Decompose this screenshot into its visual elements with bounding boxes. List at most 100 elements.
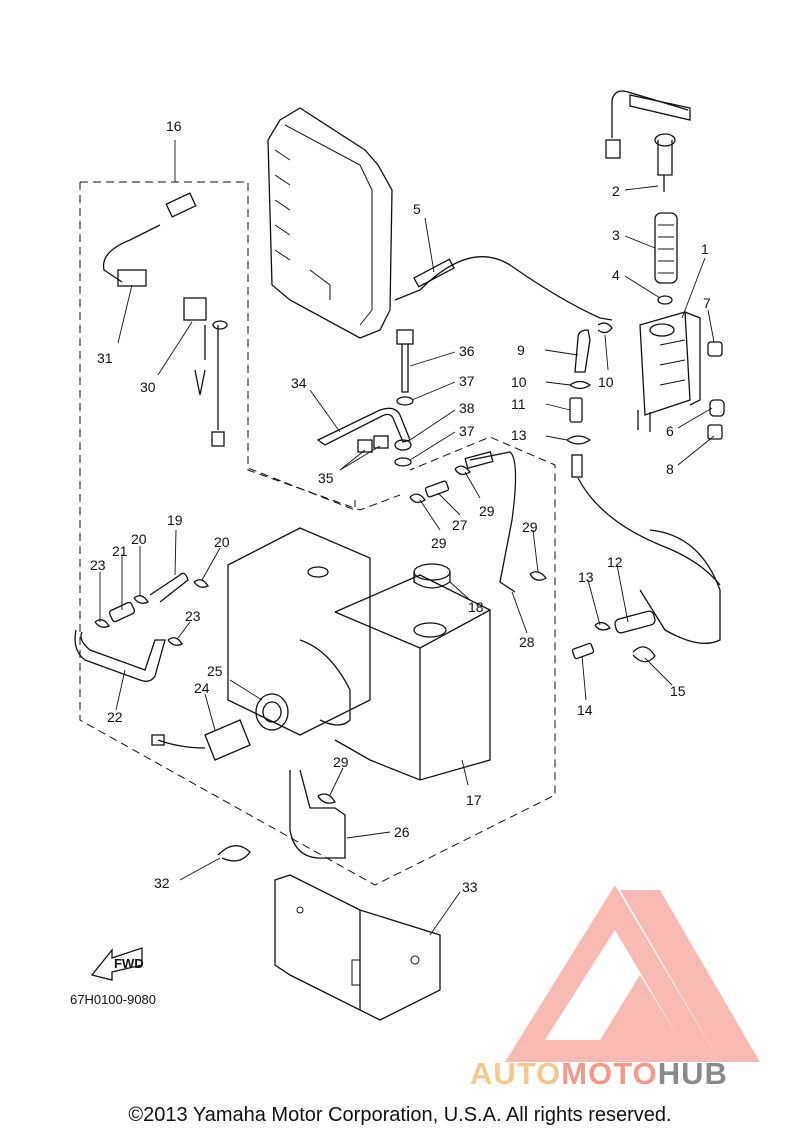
oil-line-boundary	[247, 300, 401, 511]
clamp-29a	[409, 493, 426, 504]
callout-28: 28	[519, 634, 535, 650]
callout-14: 14	[577, 702, 593, 718]
callout-9: 9	[517, 342, 525, 358]
callout-3: 3	[612, 227, 620, 243]
brand-part-moto: MOTO	[561, 1056, 658, 1091]
callout-35: 35	[318, 470, 334, 486]
brand-watermark: AUTOMOTOHUB	[470, 1056, 728, 1092]
callout-16: 16	[166, 118, 182, 134]
hose-28-end	[464, 451, 494, 469]
clamp-10b	[597, 322, 613, 334]
part-code: 67H0100-9080	[70, 992, 156, 1007]
o-ring-4	[657, 295, 673, 305]
callout-8: 8	[666, 461, 674, 477]
assembly-16-boundary	[79, 181, 556, 886]
damper-35a	[357, 439, 373, 453]
callout-20b: 20	[214, 534, 230, 550]
hose-sleeve	[413, 258, 455, 288]
callout-38: 38	[459, 400, 475, 416]
damper-35b	[373, 435, 389, 449]
wire-harness-31	[102, 192, 197, 287]
callout-24: 24	[194, 680, 210, 696]
callout-1: 1	[701, 241, 709, 257]
callout-23b: 23	[185, 608, 201, 624]
clamp-32	[217, 845, 251, 862]
clamp-13a	[566, 435, 592, 445]
callout-29d: 29	[333, 754, 349, 770]
cowling-cover	[267, 107, 393, 339]
hose-stub	[571, 454, 583, 478]
joint-27	[424, 480, 450, 498]
callout-5: 5	[413, 201, 421, 217]
hose-9	[574, 329, 591, 373]
callout-15: 15	[670, 683, 686, 699]
callout-27: 27	[452, 517, 468, 533]
callout-23a: 23	[90, 557, 106, 573]
callout-6: 6	[666, 423, 674, 439]
clamp-10a	[569, 380, 592, 390]
callout-26: 26	[394, 824, 410, 840]
callout-33: 33	[462, 879, 478, 895]
callout-12: 12	[607, 554, 623, 570]
collar-38	[394, 439, 412, 451]
callout-30: 30	[140, 379, 156, 395]
hose-12	[614, 610, 656, 634]
callout-22: 22	[107, 709, 123, 725]
callout-7: 7	[703, 295, 711, 311]
brand-part-hub: HUB	[657, 1056, 728, 1091]
bottom-cowling	[639, 529, 721, 644]
oil-tank-17	[227, 527, 491, 781]
callout-10b: 10	[598, 374, 614, 390]
callout-34: 34	[291, 375, 307, 391]
hose-19	[149, 572, 189, 603]
leader-lines	[99, 140, 715, 936]
callout-20a: 20	[131, 531, 147, 547]
callout-29b: 29	[431, 535, 447, 551]
callout-17: 17	[466, 792, 482, 808]
oil-pump-24	[151, 719, 251, 761]
callout-2: 2	[612, 183, 620, 199]
hose-to-cowl	[577, 477, 721, 586]
washer-37a	[396, 396, 414, 406]
callout-21: 21	[112, 543, 128, 559]
tank-band-34	[316, 407, 411, 446]
clamp-29b	[454, 465, 471, 476]
watermark-logo	[505, 885, 760, 1062]
clamp-23a	[94, 619, 110, 628]
callout-13b: 13	[578, 569, 594, 585]
callout-37a: 37	[459, 373, 475, 389]
callout-32: 32	[154, 875, 170, 891]
clamp-20a	[133, 595, 149, 604]
joint-11	[569, 397, 583, 423]
callout-29c: 29	[522, 519, 538, 535]
clamp-20b	[193, 579, 209, 588]
callout-18: 18	[468, 599, 484, 615]
callout-11: 11	[511, 396, 526, 412]
callout-19: 19	[167, 512, 183, 528]
clamp-13b	[594, 621, 612, 631]
bracket-33	[274, 874, 441, 1021]
callout-25: 25	[207, 663, 223, 679]
hose-28	[469, 451, 517, 593]
joint-14	[571, 642, 595, 660]
callout-labels: 1 2 3 4 5 6 7 8 9 10 10 11 13 13 12 14 1…	[90, 118, 711, 895]
hose-22	[74, 629, 166, 682]
clip-15	[632, 646, 656, 663]
washer-37b	[394, 457, 412, 467]
joint-21	[108, 601, 136, 623]
oil-filter-element	[654, 212, 678, 284]
callout-4: 4	[612, 267, 620, 283]
sub-oil-tank	[637, 311, 701, 432]
oil-level-sensor	[605, 90, 691, 192]
brand-part-auto: AUTO	[470, 1056, 562, 1091]
grommet-7	[707, 341, 723, 357]
callout-29a: 29	[479, 503, 495, 519]
filler-cap-18	[413, 563, 451, 589]
callout-36: 36	[459, 343, 475, 359]
clamp-29c	[529, 571, 547, 581]
bolt-36	[396, 329, 414, 393]
fwd-arrow-icon: FWD	[90, 947, 144, 981]
hose-26	[289, 769, 346, 859]
bolt-8	[707, 424, 723, 440]
